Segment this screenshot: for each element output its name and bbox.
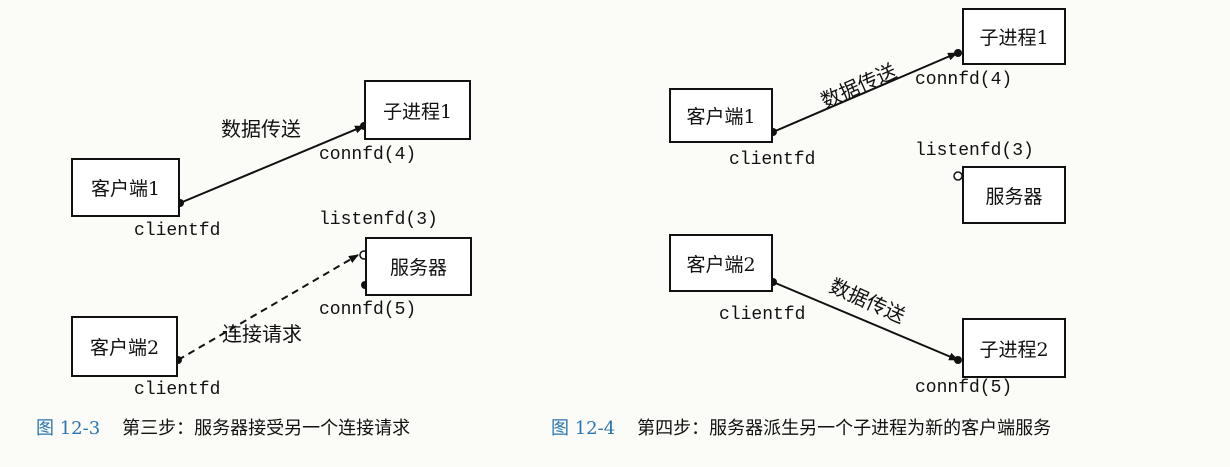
- fig4-child2-label: 子进程2: [979, 338, 1049, 361]
- fig3-caption-text: 第三步：服务器接受另一个连接请求: [122, 418, 411, 439]
- fig4-client1-label: 客户端1: [686, 106, 756, 128]
- fig3-client1-box: 客户端1: [71, 158, 180, 217]
- fig4-client1-box: 客户端1: [669, 88, 773, 143]
- fig4-client1-fd: clientfd: [729, 150, 816, 170]
- fig4-caption-number: 图 12-4: [551, 418, 616, 439]
- fig3-connect-request-label: 连接请求: [222, 322, 302, 346]
- fig3-client1-label: 客户端1: [90, 178, 161, 200]
- fig3-child1-box: 子进程1: [364, 80, 471, 140]
- fig4-listen-socket: [953, 171, 963, 181]
- fig3-listenfd-label: listenfd(3): [319, 210, 438, 230]
- fig3-data-transfer-label: 数据传送: [221, 117, 301, 141]
- fig4-client2-fd: clientfd: [719, 305, 806, 325]
- fig3-client2-fd: clientfd: [134, 380, 221, 400]
- fig4-client2-box: 客户端2: [669, 234, 773, 292]
- fig4-data-link-2: [763, 274, 959, 361]
- fig3-caption: 图 12-3 第三步：服务器接受另一个连接请求: [36, 414, 410, 440]
- fig4-child1-label: 子进程1: [979, 27, 1049, 49]
- fig4-data-link-1: [763, 52, 958, 140]
- fig3-client1-fd: clientfd: [134, 221, 221, 241]
- fig4-child2-fd: connfd(5): [915, 378, 1013, 398]
- fig3-child1-fd: connfd(4): [319, 145, 417, 165]
- fig4-child1-socket: [954, 49, 962, 57]
- fig3-data-link: [170, 125, 365, 211]
- fig3-connect-request-link: [177, 254, 359, 361]
- fig3-client2-label: 客户端2: [89, 337, 160, 359]
- fig4-child1-fd: connfd(4): [915, 70, 1013, 90]
- fig4-listenfd-label: listenfd(3): [915, 141, 1034, 161]
- fig3-client2-box: 客户端2: [71, 316, 178, 377]
- fig3-server-box: 服务器: [365, 237, 472, 296]
- fig3-child1-label: 子进程1: [382, 100, 453, 123]
- fig4-client2-label: 客户端2: [686, 253, 756, 276]
- fig3-server-label: 服务器: [389, 257, 447, 279]
- fig4-server-box: 服务器: [962, 166, 1066, 224]
- fig4-child1-box: 子进程1: [962, 8, 1066, 65]
- fig4-caption-text: 第四步：服务器派生另一个子进程为新的客户端服务: [637, 418, 1052, 439]
- fig3-caption-number: 图 12-3: [36, 418, 101, 439]
- fig3-connfd5-label: connfd(5): [319, 300, 417, 320]
- fig4-child2-socket: [954, 356, 962, 364]
- fig4-server-label: 服务器: [985, 185, 1043, 208]
- fig4-child2-box: 子进程2: [962, 318, 1066, 378]
- fig4-caption: 图 12-4 第四步：服务器派生另一个子进程为新的客户端服务: [551, 414, 1051, 440]
